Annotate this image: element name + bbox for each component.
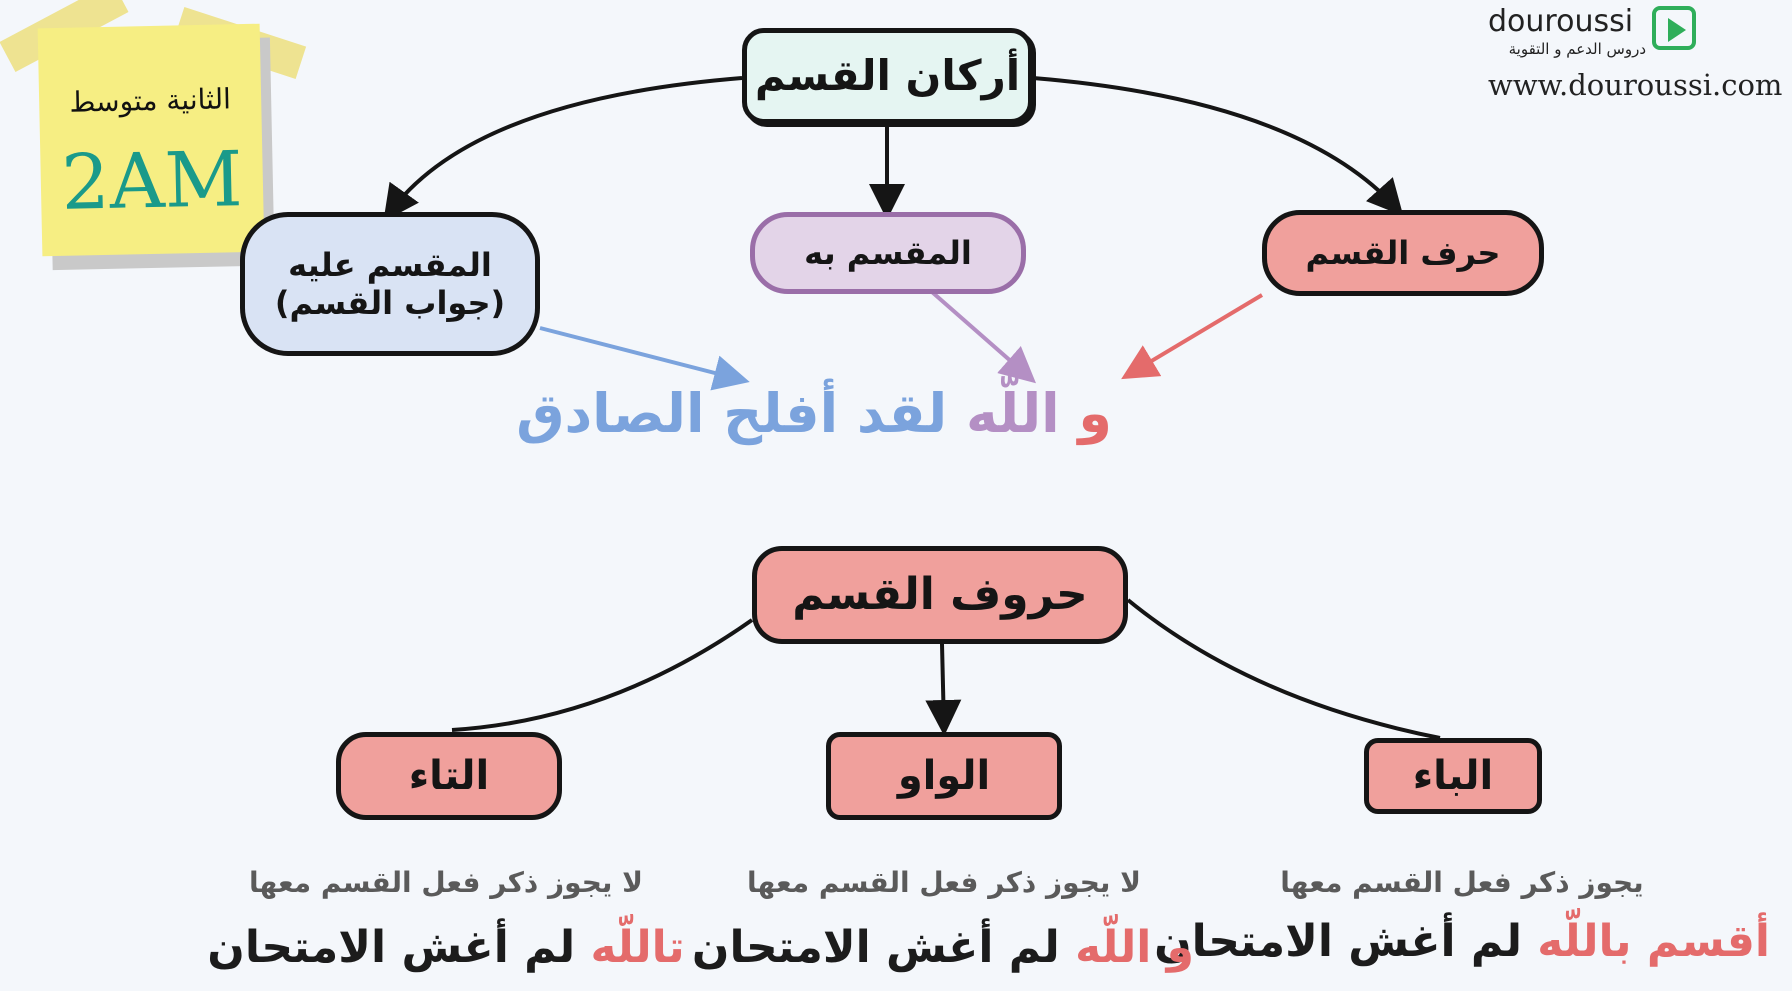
node-oath-letters-label: حروف القسم xyxy=(792,568,1088,620)
node-sworn-by-label: المقسم به xyxy=(804,233,972,272)
example-sworn-by: اللّه xyxy=(966,382,1060,445)
node-sworn-by: المقسم به xyxy=(750,212,1026,294)
example-ta: تاللّه لم أغش الامتحان xyxy=(196,922,696,973)
arrow-particle-to-example xyxy=(1121,293,1264,380)
example-waw: و اللّه لم أغش الامتحان xyxy=(691,922,1194,973)
example-waw-rest: لم أغش الامتحان xyxy=(691,922,1060,973)
node-letter-ta: التاء xyxy=(336,732,562,820)
pillars-example-sentence: و اللّه لقد أفلح الصادق xyxy=(516,382,1112,445)
node-letter-ba: الباء xyxy=(1364,738,1542,814)
level-sticky-note: الثانية متوسط 2AM xyxy=(37,23,265,257)
level-code: 2AM xyxy=(60,134,244,227)
node-letter-ba-label: الباء xyxy=(1412,753,1494,799)
node-oath-letters: حروف القسم xyxy=(752,546,1128,644)
play-icon xyxy=(1652,6,1696,50)
node-letter-ta-label: التاء xyxy=(408,753,490,799)
brand-tagline: دروس الدعم و التقوية xyxy=(1508,40,1646,58)
arrow-root-to-particle-node xyxy=(1032,76,1404,216)
example-answer: لقد أفلح الصادق xyxy=(516,382,948,445)
example-waw-oath: و اللّه xyxy=(1075,922,1194,973)
example-ta-oath: تاللّه xyxy=(590,922,685,973)
node-oath-answer-line2: (جواب القسم) xyxy=(274,284,506,322)
node-oath-answer: المقسم عليه (جواب القسم) xyxy=(240,212,540,356)
line-letters-to-ta xyxy=(451,618,754,732)
example-ba-rest: لم أغش الامتحان xyxy=(1154,916,1522,967)
brand-url: www.douroussi.com xyxy=(1488,68,1783,102)
example-ba: أقسم باللّه لم أغش الامتحان xyxy=(1154,916,1770,967)
node-letter-waw: الواو xyxy=(826,732,1062,820)
level-label: الثانية متوسط xyxy=(69,82,232,119)
arrow-answer-to-example xyxy=(539,326,750,391)
rule-ba: يجوز ذكر فعل القسم معها xyxy=(1280,866,1644,899)
node-oath-pillars-label: أركان القسم xyxy=(754,50,1021,100)
brand-logo: douroussi دروس الدعم و التقوية xyxy=(1488,4,1792,104)
rule-ta: لا يجوز ذكر فعل القسم معها xyxy=(248,866,643,899)
brand-name: douroussi xyxy=(1488,4,1634,39)
example-particle: و xyxy=(1078,382,1112,445)
node-oath-particle-label: حرف القسم xyxy=(1305,233,1501,272)
rule-waw: لا يجوز ذكر فعل القسم معها xyxy=(746,866,1141,899)
node-oath-particle: حرف القسم xyxy=(1262,210,1544,296)
line-letters-to-ba xyxy=(1126,598,1441,740)
arrow-root-to-answer-node xyxy=(383,76,743,222)
arrow-letters-to-waw xyxy=(925,643,962,736)
node-letter-waw-label: الواو xyxy=(897,753,991,799)
example-ta-rest: لم أغش الامتحان xyxy=(207,922,576,973)
node-oath-answer-line1: المقسم عليه xyxy=(288,245,492,284)
arrow-sworn-by-to-example xyxy=(930,290,1037,384)
example-ba-oath: أقسم باللّه xyxy=(1537,916,1770,967)
node-oath-pillars: أركان القسم xyxy=(742,28,1033,124)
